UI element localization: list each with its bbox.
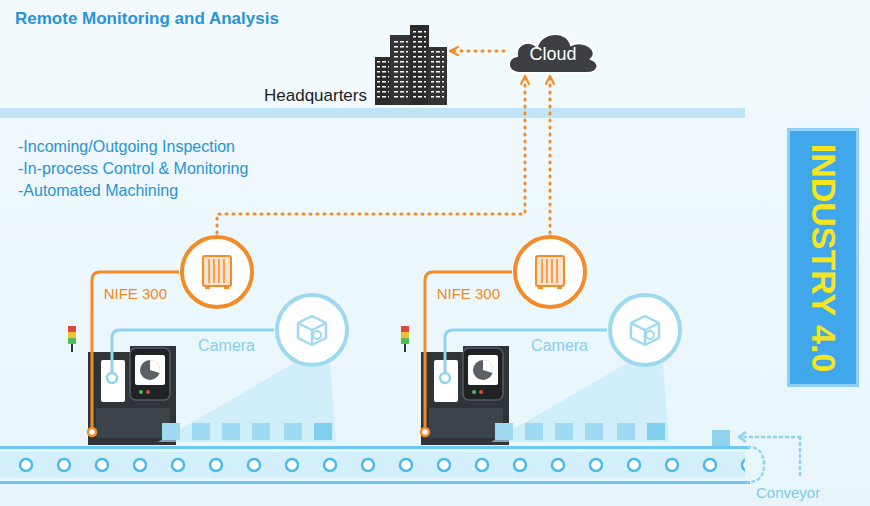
conveyor-label: Conveyor — [756, 484, 820, 501]
data-link — [217, 76, 525, 233]
nife-icon — [512, 234, 588, 310]
hq-icon — [375, 25, 447, 105]
data-link — [549, 76, 552, 233]
ind-label: INDUSTRY 4.0 — [804, 143, 843, 372]
nife-icon — [179, 234, 255, 310]
hq-node: Headquarters — [375, 25, 447, 105]
banner-box: INDUSTRY 4.0 — [787, 128, 859, 387]
data-link — [450, 50, 504, 53]
nife-label: NIFE 300 — [104, 285, 167, 302]
feature-bullet: -In-process Control & Monitoring — [18, 160, 248, 178]
feature-bullet: -Automated Machining — [18, 182, 178, 200]
nife-node: NIFE 300 — [179, 234, 255, 310]
cam-node: Camera — [607, 292, 683, 368]
nife-label: NIFE 300 — [437, 285, 500, 302]
hq-label: Headquarters — [264, 86, 367, 106]
cam-label: Camera — [531, 337, 588, 355]
cam-label: Camera — [198, 337, 255, 355]
feature-bullet: -Incoming/Outgoing Inspection — [18, 138, 235, 156]
cloud-label: Cloud — [529, 43, 576, 64]
title: Remote Monitoring and Analysis — [15, 9, 279, 29]
nife-node: NIFE 300 — [512, 234, 588, 310]
cam-icon — [607, 292, 683, 368]
cam-node: Camera — [274, 292, 350, 368]
cloud-node: Cloud — [505, 28, 601, 74]
cam-icon — [274, 292, 350, 368]
